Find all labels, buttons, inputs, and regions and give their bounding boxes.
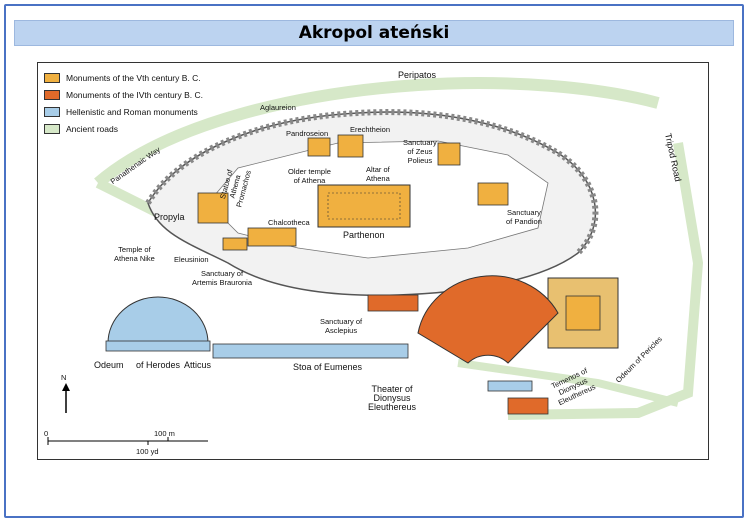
label-parthenon: Parthenon	[343, 230, 385, 240]
asclepius-building	[367, 294, 419, 312]
label-sanctuary-zeus: Sanctuary of Zeus Polieus	[403, 138, 437, 165]
road-south	[457, 359, 679, 407]
label-atticus: Atticus	[184, 360, 212, 370]
legend-swatch	[44, 89, 60, 100]
propyla-building	[197, 192, 229, 224]
zeus-building	[437, 142, 461, 166]
label-theater: Theater of Dionysus Eleuthereus	[368, 384, 417, 412]
label-propyla: Propyla	[154, 212, 185, 222]
label-asclepius: Sanctuary of Asclepius	[320, 317, 363, 335]
map-legend: Monuments of the Vth century B. C. Monum…	[44, 69, 203, 137]
label-aglaureion: Aglaureion	[260, 103, 296, 112]
theater-cavea	[417, 275, 559, 364]
legend-item-hellenistic: Hellenistic and Roman monuments	[44, 103, 203, 120]
herodes-odeum-building	[107, 296, 209, 344]
temenos-building	[507, 397, 549, 415]
legend-label: Hellenistic and Roman monuments	[66, 106, 198, 117]
legend-item-roads: Ancient roads	[44, 120, 203, 137]
label-older-temple: Older temple of Athena	[288, 167, 331, 185]
title-bar: Akropol ateński	[14, 20, 734, 46]
label-scale-zero: 0	[44, 429, 49, 438]
label-eleusinion: Eleusinion	[174, 255, 209, 264]
theater-stage	[487, 380, 533, 392]
stoa-building	[212, 343, 409, 359]
legend-label: Ancient roads	[66, 123, 118, 134]
pandroseion-building	[307, 137, 331, 157]
label-stoa: Stoa of Eumenes	[293, 362, 363, 372]
erechtheion-building	[337, 134, 364, 158]
road-peripatos	[94, 77, 660, 188]
legend-swatch	[44, 72, 60, 83]
pandion-building	[477, 182, 509, 206]
legend-item-ivth: Monuments of the IVth century B. C.	[44, 86, 203, 103]
legend-item-vth: Monuments of the Vth century B. C.	[44, 69, 203, 86]
label-temple-nike: Temple of Athena Nike	[114, 245, 155, 263]
page-title: Akropol ateński	[298, 23, 450, 43]
road-panathenaic	[95, 178, 161, 218]
acropolis-map	[47, 77, 704, 445]
artemis-building	[222, 237, 248, 251]
label-peripatos: Peripatos	[398, 70, 437, 80]
chalcotheca-building	[247, 227, 297, 247]
label-artemis: Sanctuary of Artemis Brauronia	[192, 269, 253, 287]
map-panel: Monuments of the Vth century B. C. Monum…	[37, 62, 709, 460]
pericles-odeum-inner	[565, 295, 601, 331]
label-erechtheion: Erechtheion	[350, 125, 391, 134]
road-tripod	[507, 142, 704, 420]
herodes-stage	[105, 340, 211, 352]
legend-label: Monuments of the Vth century B. C.	[66, 72, 201, 83]
legend-swatch	[44, 106, 60, 117]
legend-swatch	[44, 123, 60, 134]
label-sanctuary-pandion: Sanctuary of Pandion	[506, 208, 542, 226]
label-chalcotheca: Chalcotheca	[268, 218, 310, 227]
label-pandroseion: Pandroseion	[286, 129, 329, 138]
parthenon-building	[317, 184, 411, 228]
label-of-herodes: of Herodes	[136, 360, 181, 370]
label-odeum: Odeum	[94, 360, 124, 370]
legend-label: Monuments of the IVth century B. C.	[66, 89, 204, 100]
parthenon-cella	[327, 192, 401, 220]
label-north: N	[61, 373, 67, 382]
acropolis-cliff	[145, 109, 599, 256]
label-altar-athena: Altar of Athena	[366, 165, 390, 183]
label-scale-yd: 100 yd	[136, 447, 159, 456]
label-scale-m: 100 m	[154, 429, 175, 438]
north-arrow-head	[62, 383, 70, 391]
